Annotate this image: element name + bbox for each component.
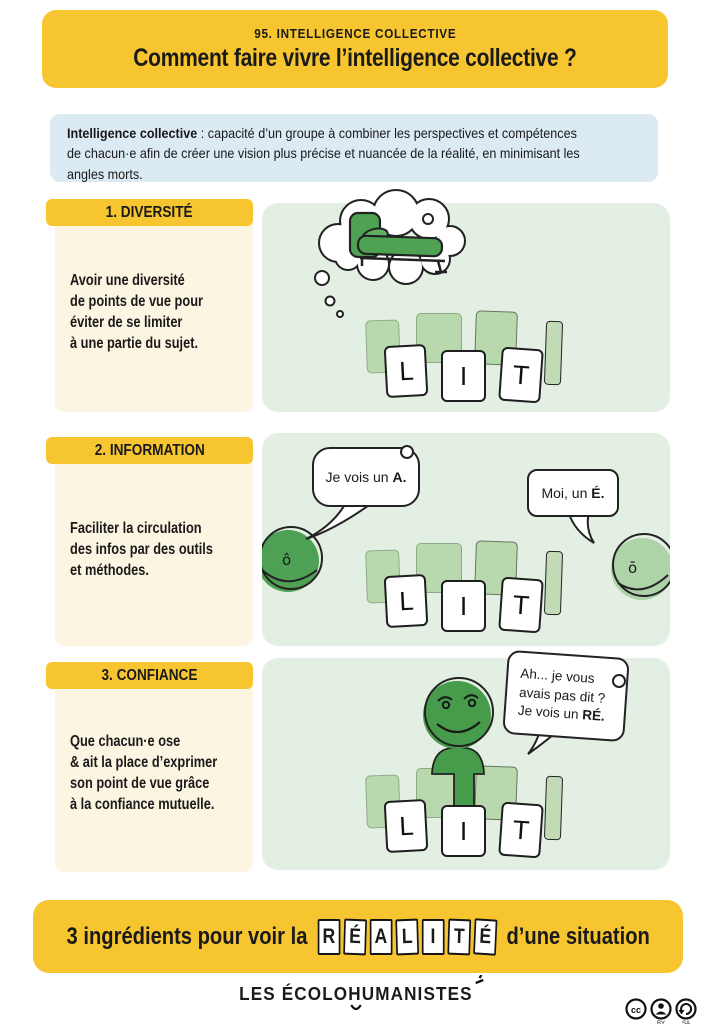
series-kicker: 95. INTELLIGENCE COLLECTIVE [253, 25, 457, 41]
tile-letter: L [394, 918, 419, 955]
section-label-text: 1. DIVERSITÉ [106, 203, 193, 221]
brand-logo-text: LES ÉCOLOHUMANISTES [238, 984, 473, 1004]
section-text: Avoir une diversité de points de vue pou… [70, 272, 203, 352]
think-dots [314, 270, 344, 318]
bubble-text: Je vois un [325, 469, 393, 485]
speech-bubble-tails [305, 499, 595, 544]
green-face-left-icon: ô [262, 526, 323, 592]
section-label-information: 2. INFORMATION [46, 437, 253, 464]
lit-cards-circle: L I T [362, 308, 567, 408]
section-label-text: 2. INFORMATION [94, 441, 205, 459]
bubble-emph: É. [591, 485, 605, 501]
header-band: 95. INTELLIGENCE COLLECTIVE Comment fair… [42, 10, 668, 88]
tile-letter: R [317, 918, 340, 955]
license-badge: cc BY SA [625, 998, 699, 1024]
smile-icon [349, 1004, 361, 1011]
illustration-panel-confiance: Ah... je vous avais pas dit ? Je vois un… [262, 649, 670, 870]
cc-sa-icon: SA [675, 998, 697, 1024]
bubble-emph: RÉ. [581, 707, 606, 725]
page-title: Comment faire vivre l’intelligence colle… [133, 43, 577, 72]
section-label-confiance: 3. CONFIANCE [46, 662, 253, 689]
thought-bubble-bed-illustration [314, 189, 466, 318]
letter-card-i: I [441, 805, 486, 857]
bubble-text: Moi, un [541, 485, 592, 501]
footer: LES ÉCOLOHUMANISTES [0, 975, 711, 1011]
card-back-edge [543, 320, 564, 386]
svg-text:SA: SA [682, 1021, 690, 1024]
cc-icon: cc [625, 998, 647, 1020]
definition-term: Intelligence collective [67, 125, 198, 141]
tile-letter: É [472, 917, 497, 956]
svg-text:ō: ō [628, 559, 637, 577]
letter-card-i: I [441, 580, 486, 632]
bed-icon [348, 211, 447, 274]
banner-prefix: 3 ingrédients pour voir la [66, 922, 308, 950]
section-text-card-diversite: Avoir une diversité de points de vue pou… [55, 212, 253, 412]
green-character-head-icon [423, 677, 494, 749]
tile-letter: I [421, 918, 445, 955]
definition-body: : capacité d’un groupe à combiner les pe… [67, 125, 580, 182]
section-text: Que chacun·e ose & ait la place d’exprim… [70, 733, 218, 813]
cc-by-icon: BY [650, 998, 672, 1024]
bubble-loop [612, 674, 626, 688]
letter-card-i: I [441, 350, 486, 402]
section-text-card-information: Faciliter la circulation des infos par d… [55, 450, 253, 646]
letter-card-l: L [383, 343, 429, 399]
speech-bubble-re: Ah... je vous avais pas dit ? Je vois un… [502, 649, 630, 743]
cloud-loop [422, 213, 434, 225]
svg-text:cc: cc [631, 1005, 641, 1015]
definition-box: Intelligence collective : capacité d’un … [50, 114, 658, 182]
sparkle-icon [474, 975, 484, 985]
section-text-card-confiance: Que chacun·e ose & ait la place d’exprim… [55, 675, 253, 872]
bubble-line-3: Je vois un [517, 703, 583, 723]
svg-text:ô: ô [282, 551, 291, 569]
conclusion-banner: 3 ingrédients pour voir la R É A L I T É… [33, 900, 683, 973]
tile-letter: A [369, 918, 393, 955]
tile-letter: É [342, 918, 367, 955]
green-face-right-icon: ō [611, 533, 670, 600]
realite-tiles: R É A L I T É [316, 917, 498, 956]
tile-letter: T [446, 918, 471, 955]
section-text: Faciliter la circulation des infos par d… [70, 520, 213, 579]
speech-bubble-e: Moi, un É. [527, 469, 619, 517]
banner-suffix: d’une situation [506, 922, 650, 950]
section-label-diversite: 1. DIVERSITÉ [46, 199, 253, 226]
bubble-loop [400, 445, 414, 459]
banner-content: 3 ingrédients pour voir la R É A L I T É… [66, 917, 650, 956]
illustration-panel-diversite: L I T [262, 189, 670, 412]
green-character-body [431, 747, 485, 819]
brand-logo: LES ÉCOLOHUMANISTES [238, 975, 484, 1011]
illustration-panel-information: ô ō Je vois un A. Moi, un É. L I T [262, 433, 670, 646]
lit-cards-circle: L I T [362, 538, 567, 638]
bubble-emph: A. [392, 469, 407, 485]
section-label-text: 3. CONFIANCE [101, 666, 198, 684]
definition-text: Intelligence collective : capacité d’un … [67, 123, 661, 184]
letter-card-t: T [498, 346, 544, 404]
svg-text:BY: BY [657, 1021, 665, 1024]
